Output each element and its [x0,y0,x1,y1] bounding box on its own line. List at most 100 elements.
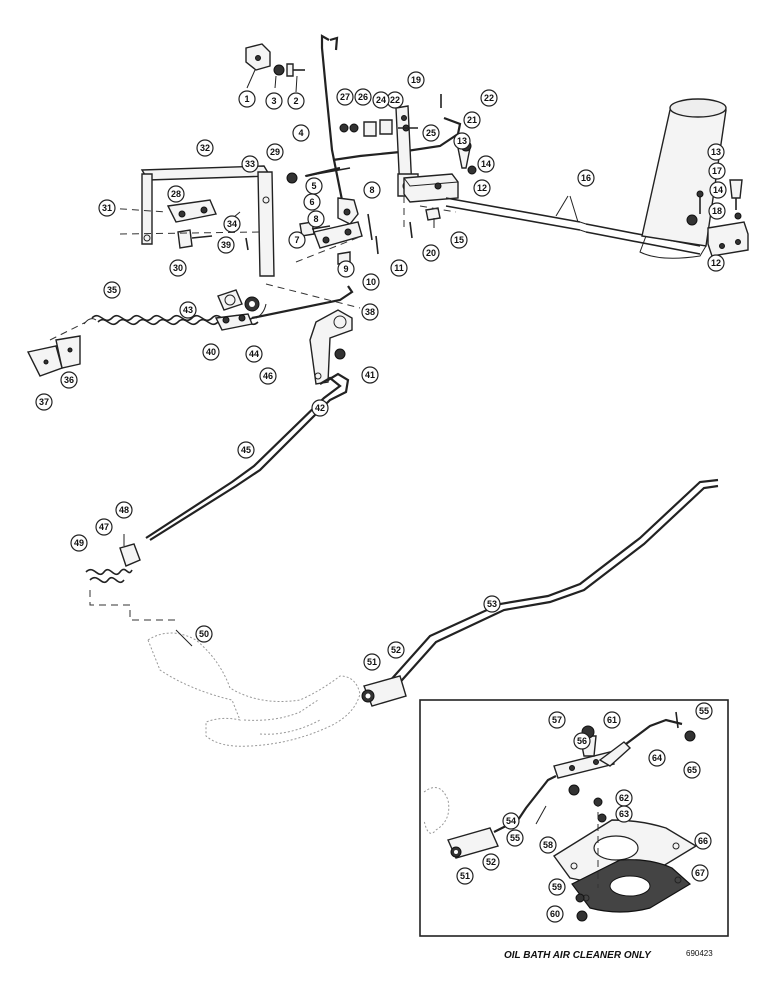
callout-label: 55 [699,706,709,716]
callout-16: 16 [577,169,595,187]
callout-15: 15 [450,231,468,249]
callout-label: 3 [271,96,276,106]
callout-label: 38 [365,307,375,317]
callout-circle [362,273,380,291]
callout-label: 62 [619,793,629,803]
callout-24: 24 [372,91,390,109]
callout-circle [546,905,564,923]
callout-54: 54 [502,812,520,830]
callout-circle [480,89,498,107]
callout-17: 17 [708,162,726,180]
callout-56: 56 [573,732,591,750]
rod-53 [379,478,719,699]
callout-37: 37 [35,393,53,411]
callout-label: 31 [102,203,112,213]
callout-20: 20 [422,244,440,262]
callout-50: 50 [195,625,213,643]
callout-label: 44 [249,349,259,359]
callout-circle [708,162,726,180]
block-12-right [686,179,749,257]
callout-26: 26 [354,88,372,106]
callout-circle [307,210,325,228]
rod-38 [251,285,354,320]
callout-1: 1 [238,90,256,108]
callout-circle [372,91,390,109]
callout-8: 8 [307,210,325,228]
callout-14: 14 [709,181,727,199]
callout-8: 8 [363,181,381,199]
callout-21: 21 [463,111,481,129]
callout-label: 43 [183,305,193,315]
callout-44: 44 [245,345,263,363]
callout-label: 51 [367,657,377,667]
callout-circle [337,260,355,278]
callout-55: 55 [506,829,524,847]
callout-circle [482,853,500,871]
callout-circle [60,371,78,389]
callout-circle [354,88,372,106]
callout-circle [473,179,491,197]
callout-label: 36 [64,375,74,385]
inset-frame [419,699,729,937]
callout-circle [169,259,187,277]
callout-circle [502,812,520,830]
callout-62: 62 [615,789,633,807]
callout-13: 13 [707,143,725,161]
callout-label: 12 [477,183,487,193]
callout-61: 61 [603,711,621,729]
callout-circle [292,124,310,142]
callout-19: 19 [407,71,425,89]
callout-label: 35 [107,285,117,295]
callout-51: 51 [363,653,381,671]
callout-label: 15 [454,235,464,245]
caption: OIL BATH AIR CLEANER ONLY [504,950,652,961]
callout-circle [422,124,440,142]
callout-36: 36 [60,371,78,389]
callout-64: 64 [648,749,666,767]
callout-label: 25 [426,128,436,138]
callout-label: 18 [712,206,722,216]
callout-63: 63 [615,805,633,823]
callout-label: 29 [270,147,280,157]
callout-57: 57 [548,711,566,729]
callout-28: 28 [167,185,185,203]
callout-label: 40 [206,347,216,357]
callout-label: 10 [366,277,376,287]
callout-circle [691,864,709,882]
callout-52: 52 [482,853,500,871]
callout-6: 6 [303,193,321,211]
callout-label: 57 [552,715,562,725]
callout-66: 66 [694,832,712,850]
clamp-40 [214,313,253,331]
callout-label: 21 [467,115,477,125]
bracket-36 [26,335,81,377]
callout-circle [709,181,727,199]
callout-label: 55 [510,833,520,843]
callout-11: 11 [390,259,408,277]
callout-label: 52 [486,857,496,867]
callout-circle [115,501,133,519]
callout-circle [266,143,284,161]
pedestal-tube [639,98,727,259]
callout-circle [35,393,53,411]
figure-number: 690423 [686,949,713,958]
callout-32: 32 [196,139,214,157]
callout-label: 46 [263,371,273,381]
callout-67: 67 [691,864,709,882]
callout-circle [456,867,474,885]
callout-circle [259,367,277,385]
callout-circle [506,829,524,847]
callout-30: 30 [169,259,187,277]
pin-20 [409,221,413,239]
callout-38: 38 [361,303,379,321]
callout-circle [287,92,305,110]
callout-46: 46 [259,367,277,385]
callout-10: 10 [362,273,380,291]
callout-label: 20 [426,248,436,258]
callout-label: 58 [543,840,553,850]
callout-label: 56 [577,736,587,746]
callout-label: 1 [244,94,249,104]
callout-circle [363,653,381,671]
bolt-2-washer-3 [273,63,305,93]
